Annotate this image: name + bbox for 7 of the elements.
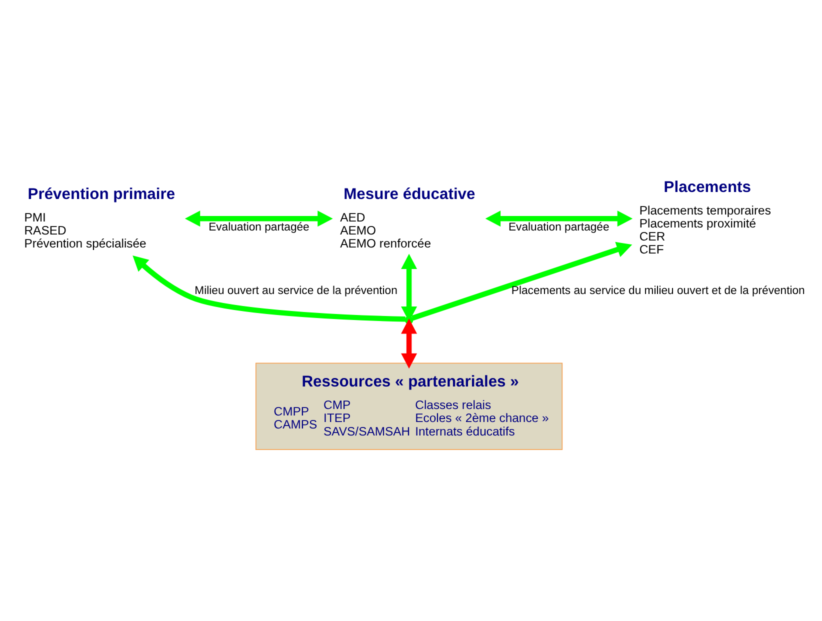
edge-label: Placements au service du milieu ouvert et de la prévention	[511, 284, 805, 297]
node-text: Mesure éducative AED AEMO AEMO renforcée	[340, 186, 476, 251]
edge-label: Milieu ouvert au service de la prévention	[194, 284, 398, 297]
node-text: Placements Placements temporaires Placements proximité CER CEF	[639, 178, 771, 257]
edge-label: Evaluation partagée	[208, 221, 310, 234]
node-text: Prévention primaire PMI RASED Prévention spécialisée	[24, 186, 176, 251]
edge-label: Evaluation partagée	[508, 221, 610, 234]
